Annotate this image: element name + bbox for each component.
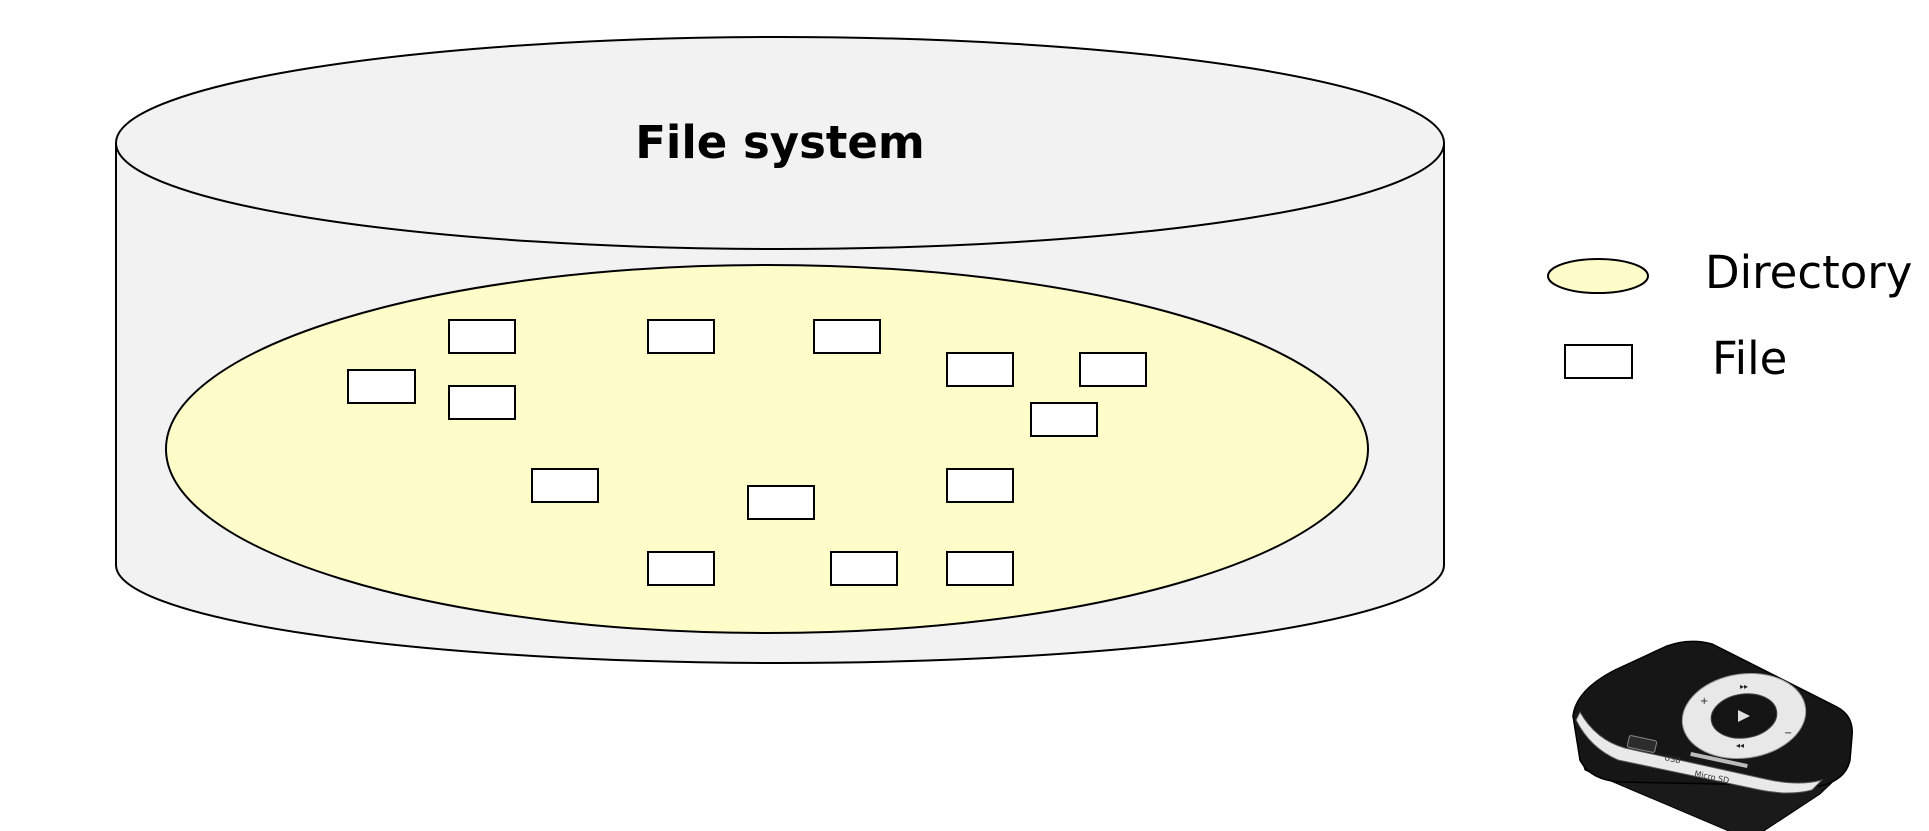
file-system-title: File system bbox=[635, 116, 925, 169]
file-box bbox=[647, 551, 715, 586]
legend-directory-icon bbox=[1547, 258, 1649, 294]
plus-icon: + bbox=[1700, 696, 1708, 707]
legend-directory-label: Directory bbox=[1705, 246, 1912, 299]
usb-port bbox=[1626, 735, 1658, 753]
file-box bbox=[347, 369, 416, 404]
files-group bbox=[347, 319, 1147, 586]
file-box bbox=[747, 485, 815, 520]
file-box bbox=[830, 551, 898, 586]
file-box bbox=[946, 551, 1014, 586]
cylinder-top bbox=[115, 36, 1445, 250]
file-box bbox=[448, 385, 516, 420]
legend-file-icon bbox=[1564, 344, 1633, 379]
file-box bbox=[946, 468, 1014, 503]
minus-icon: − bbox=[1784, 728, 1792, 739]
file-box bbox=[448, 319, 516, 354]
device-side bbox=[1575, 710, 1824, 794]
file-box bbox=[531, 468, 599, 503]
microsd-slot bbox=[1690, 752, 1748, 768]
next-icon: ▸▸ bbox=[1740, 682, 1748, 691]
mp3-player-icon: USB Micro SD + − ▸▸ ◂◂ bbox=[1572, 640, 1853, 831]
prev-icon: ◂◂ bbox=[1736, 741, 1744, 750]
file-box bbox=[1030, 402, 1098, 437]
file-box bbox=[813, 319, 881, 354]
usb-label: USB bbox=[1664, 753, 1682, 765]
play-icon bbox=[1738, 710, 1750, 722]
legend: Directory File bbox=[1547, 246, 1912, 385]
legend-file-label: File bbox=[1712, 332, 1787, 385]
file-box bbox=[1079, 352, 1147, 387]
file-box bbox=[647, 319, 715, 354]
directory-ellipse bbox=[165, 264, 1369, 634]
file-box bbox=[946, 352, 1014, 387]
